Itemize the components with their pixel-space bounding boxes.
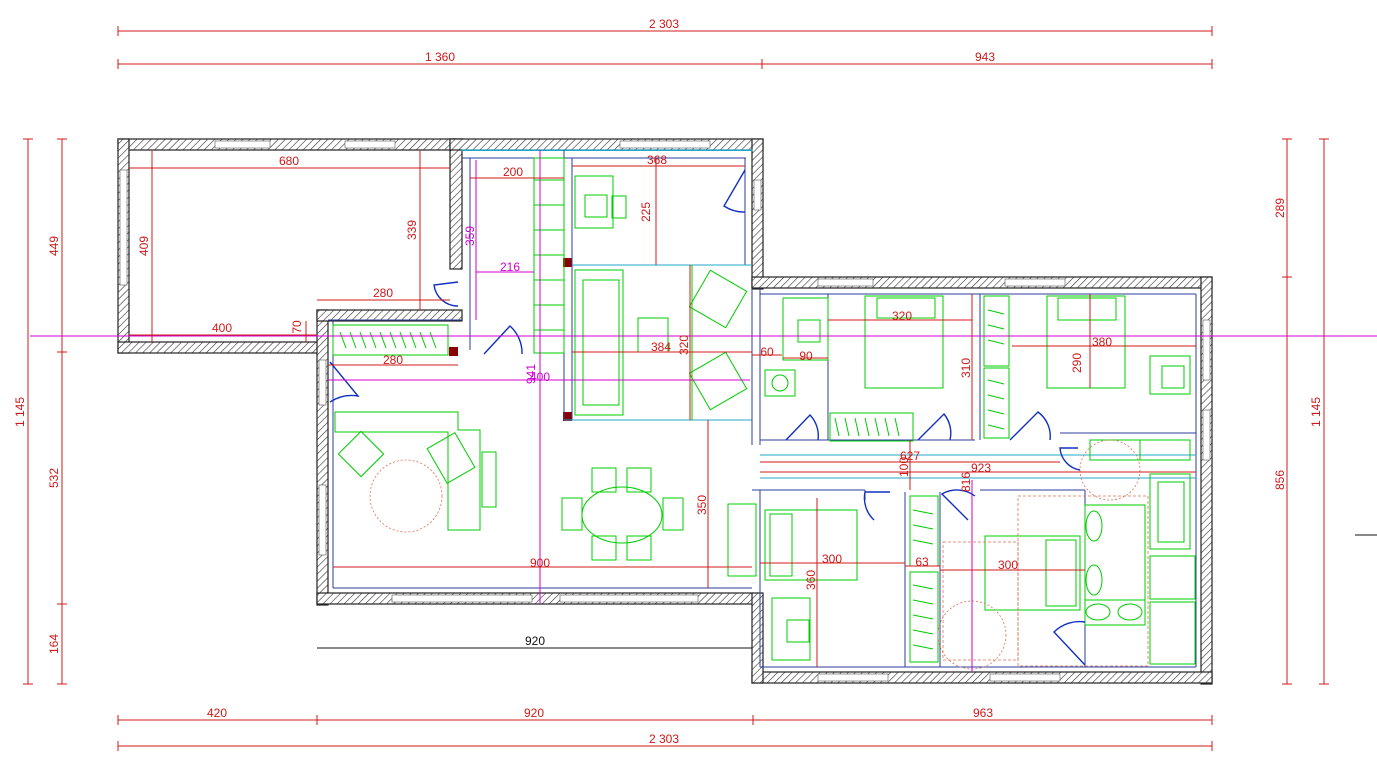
dim-right-bot: 856 [1273,470,1287,490]
axis-lines: 359 216 941 400 [30,150,1377,672]
dim-280-top: 280 [373,286,393,300]
dim-320-bedroom: 320 [892,309,912,323]
dim-900: 900 [530,556,550,570]
dim-left-top: 449 [47,236,61,256]
dim-63: 63 [915,555,929,569]
axis-dim-941: 941 [524,364,538,384]
dim-200: 200 [503,165,523,179]
dim-384: 384 [651,340,671,354]
overall-dimensions: 2 303 1 360 943 420 920 963 2 303 1 145 … [13,17,1377,751]
dim-bottom-total: 2 303 [649,732,679,746]
dim-225: 225 [639,202,653,222]
dim-380: 380 [1092,335,1112,349]
dim-left-mid: 532 [47,468,61,488]
dim-280-bottom: 280 [383,353,403,367]
dim-left-bot: 164 [47,634,61,654]
axis-dim-216: 216 [500,260,520,274]
dim-816: 816 [959,472,973,492]
dim-290: 290 [1070,353,1084,373]
dim-90: 90 [799,349,813,363]
dim-350: 350 [695,495,709,515]
dim-right-top: 289 [1273,198,1287,218]
dim-mid-920: 920 [525,634,545,648]
dim-368: 368 [647,153,667,167]
dim-bottom-a: 420 [207,706,227,720]
dim-bottom-c: 963 [973,706,993,720]
walls [117,138,1213,685]
dim-top-total: 2 303 [649,17,679,31]
dim-70: 70 [290,320,304,334]
room-dimensions: 680 409 339 280 400 70 280 200 368 225 3… [129,150,1196,667]
dim-339: 339 [405,220,419,240]
dim-300-left: 300 [822,552,842,566]
dim-bottom-b: 920 [524,706,544,720]
dim-60: 60 [760,345,774,359]
furniture [332,157,1196,670]
dim-garage-depth: 409 [137,236,151,256]
dim-left-total: 1 145 [13,397,27,427]
dim-400: 400 [212,321,232,335]
dim-360: 360 [804,570,818,590]
dim-100: 100 [897,457,911,477]
dim-garage-width: 680 [279,154,299,168]
axis-dim-400: 400 [530,370,550,384]
dim-320-vertical: 320 [677,335,691,355]
dim-top-right: 943 [975,50,995,64]
dim-310: 310 [959,358,973,378]
dim-top-left: 1 360 [425,50,455,64]
dim-right-total: 1 145 [1309,397,1323,427]
dim-923: 923 [971,461,991,475]
axis-dim-359: 359 [463,226,477,246]
dim-300-right: 300 [998,558,1018,572]
